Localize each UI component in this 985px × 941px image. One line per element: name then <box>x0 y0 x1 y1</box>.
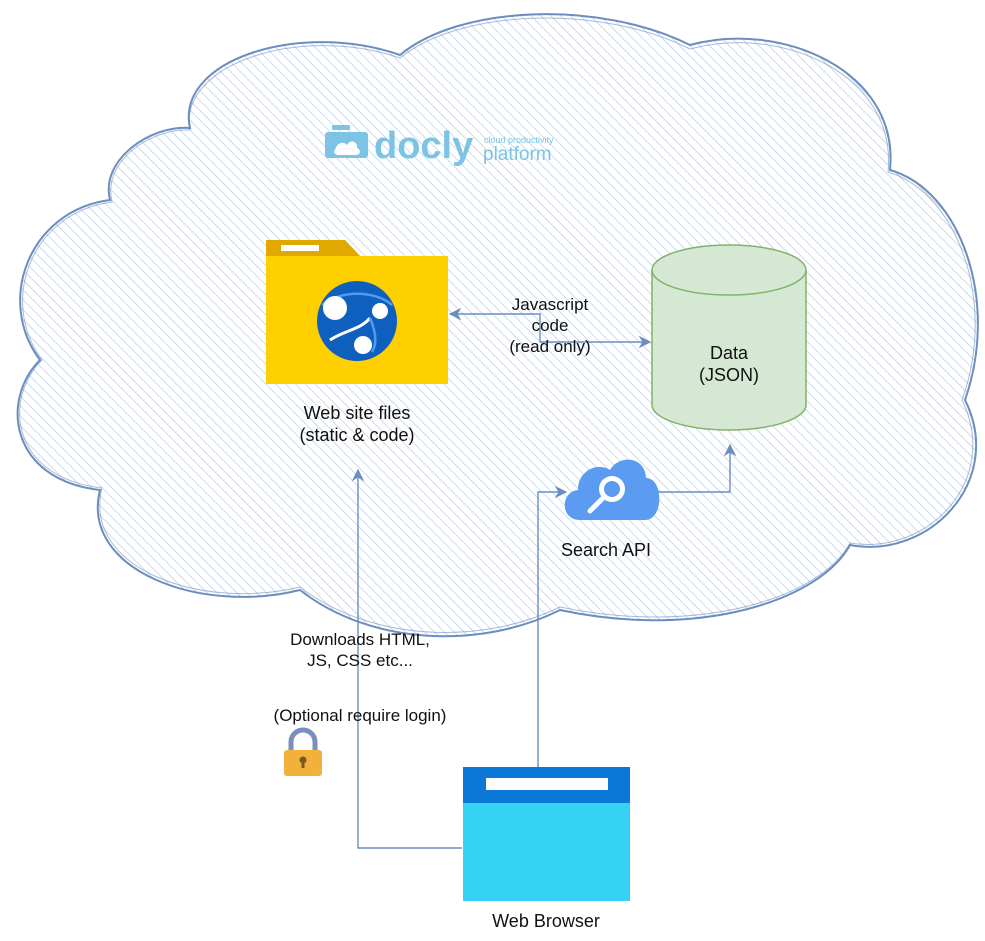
downloads-edge-label: Downloads HTML, JS, CSS etc... <box>230 629 490 671</box>
web-folder-icon <box>266 240 448 384</box>
search-data-connector <box>652 443 737 493</box>
docly-logo: docly cloud productivity platform <box>325 125 554 167</box>
logo-tagline-small: cloud productivity <box>484 135 554 145</box>
website-files-line2: (static & code) <box>299 425 415 445</box>
javascript-line3: (read only) <box>509 337 591 356</box>
search-request-connector <box>537 485 568 768</box>
search-api-label: Search API <box>560 540 652 560</box>
logo-box-icon <box>325 125 368 158</box>
logo-tagline-large: platform <box>483 144 552 165</box>
downloads-line2: JS, CSS etc... <box>307 651 413 670</box>
database-cylinder-icon <box>651 244 807 431</box>
padlock-icon <box>284 727 322 776</box>
downloads-line1: Downloads HTML, <box>290 630 430 649</box>
connectors <box>351 307 737 849</box>
javascript-line1: Javascript <box>511 295 589 314</box>
data-store-label: Data (JSON) <box>652 342 806 386</box>
cloud-search-icon <box>564 459 660 520</box>
optional-login-label: (Optional require login) <box>273 706 447 725</box>
browser-window-icon[interactable] <box>463 767 630 901</box>
javascript-line2: code <box>531 316 569 335</box>
javascript-connector <box>448 307 652 349</box>
website-files-line1: Web site files <box>303 403 411 423</box>
data-store-line2: (JSON) <box>699 365 759 385</box>
website-files-label: Web site files (static & code) <box>266 402 448 446</box>
data-store-line1: Data <box>709 343 749 363</box>
web-browser-label: Web Browser <box>492 911 600 931</box>
logo-brand-text: docly <box>374 125 473 167</box>
javascript-edge-label: Javascript code (read only) <box>480 294 620 357</box>
download-connector <box>351 468 462 849</box>
